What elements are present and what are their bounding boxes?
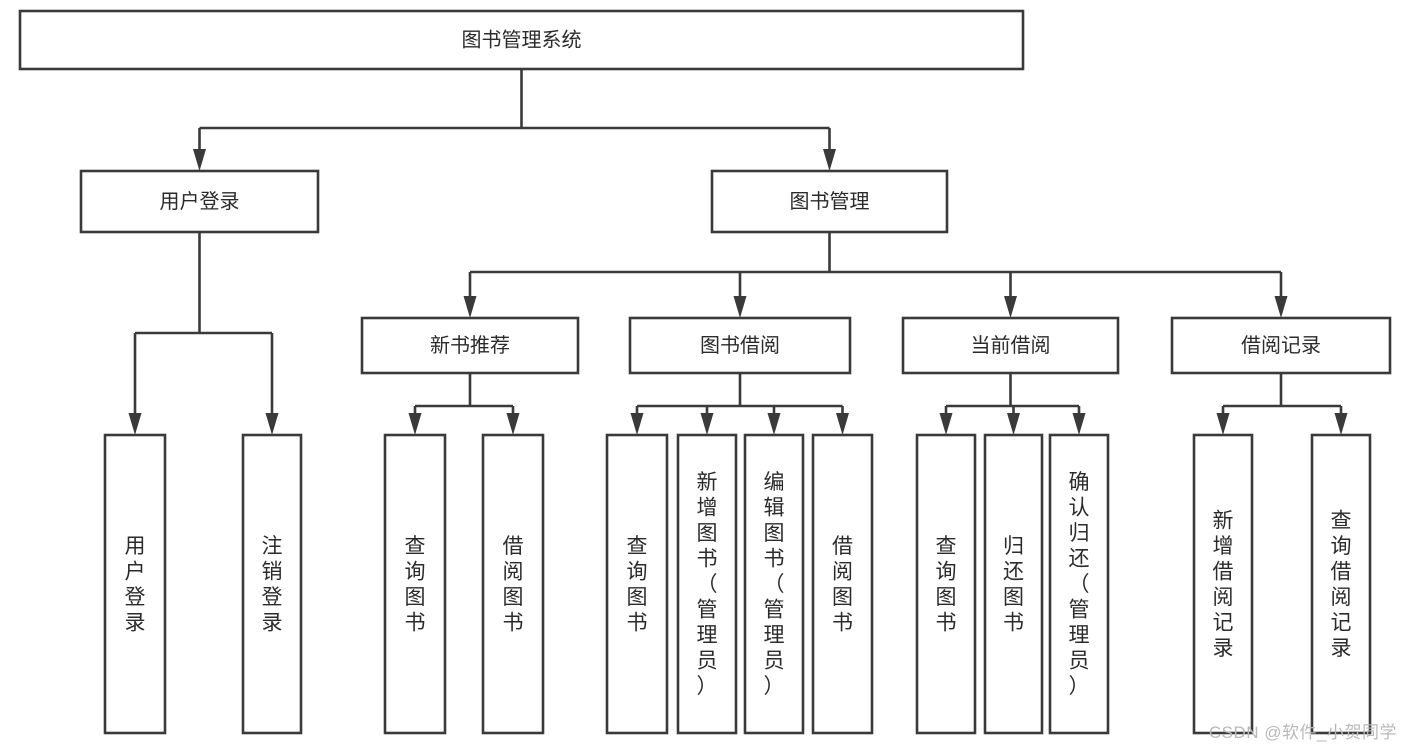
- node-label: 确认归还（管理员）: [1069, 471, 1090, 698]
- arrow-head-icon: [1004, 296, 1017, 318]
- node-box[interactable]: [710, 169, 949, 234]
- arrow-head-icon: [1216, 413, 1230, 435]
- node-box[interactable]: [79, 169, 320, 234]
- node-box[interactable]: [241, 433, 303, 735]
- node-label: 当前借阅: [971, 334, 1051, 357]
- node-box[interactable]: [628, 316, 852, 375]
- node-label: 图书管理: [790, 190, 870, 213]
- node-box[interactable]: [743, 433, 805, 735]
- node-label: 编辑图书（管理员）: [764, 471, 785, 698]
- node-box[interactable]: [360, 316, 580, 375]
- node-label: 归还图书: [1003, 535, 1024, 635]
- arrow-head-icon: [463, 296, 477, 318]
- arrow-head-icon: [1007, 413, 1020, 435]
- node-label: 查询图书: [405, 535, 426, 635]
- node-leaf-query-book-3[interactable]: 查询图书: [915, 433, 977, 735]
- node-borrow-record[interactable]: 借阅记录: [1170, 316, 1392, 375]
- node-label: 新书推荐: [430, 334, 510, 357]
- connector-group-book-manage: [463, 232, 1288, 318]
- node-box[interactable]: [481, 433, 545, 735]
- arrow-head-icon: [630, 413, 644, 435]
- node-leaf-borrow-book-2[interactable]: 借阅图书: [811, 433, 874, 735]
- node-root[interactable]: 图书管理系统: [18, 9, 1025, 71]
- node-label: 查询图书: [936, 535, 957, 635]
- connector-group-borrow-record: [1216, 373, 1348, 435]
- node-leaf-add-book[interactable]: 新增图书（管理员）: [676, 433, 738, 735]
- connector-layer: [128, 69, 1348, 435]
- connector-group-current-borrow: [939, 373, 1086, 435]
- node-leaf-confirm-return[interactable]: 确认归还（管理员）: [1048, 433, 1110, 735]
- node-label: 新增借阅记录: [1213, 509, 1234, 660]
- node-label: 查询图书: [627, 535, 648, 635]
- node-label: 图书借阅: [700, 334, 780, 357]
- node-box[interactable]: [983, 433, 1044, 735]
- arrow-head-icon: [700, 413, 714, 435]
- node-layer: 图书管理系统用户登录图书管理新书推荐图书借阅当前借阅借阅记录用户登录注销登录查询…: [18, 9, 1392, 735]
- node-box[interactable]: [915, 433, 977, 735]
- node-leaf-edit-book[interactable]: 编辑图书（管理员）: [743, 433, 805, 735]
- node-label: 新增图书（管理员）: [697, 471, 718, 698]
- node-label: 注销登录: [262, 535, 283, 635]
- node-leaf-user-login[interactable]: 用户登录: [103, 433, 167, 735]
- arrow-head-icon: [408, 413, 422, 435]
- node-label: 用户登录: [160, 190, 240, 213]
- node-book-manage[interactable]: 图书管理: [710, 169, 949, 234]
- arrow-head-icon: [823, 149, 836, 171]
- arrow-head-icon: [193, 149, 206, 171]
- arrow-head-icon: [265, 413, 279, 435]
- node-new-book-recommend[interactable]: 新书推荐: [360, 316, 580, 375]
- node-leaf-query-book-1[interactable]: 查询图书: [383, 433, 447, 735]
- node-leaf-query-book-2[interactable]: 查询图书: [605, 433, 669, 735]
- node-label: 查询借阅记录: [1331, 509, 1352, 660]
- node-leaf-add-record[interactable]: 新增借阅记录: [1192, 433, 1254, 735]
- node-leaf-query-record[interactable]: 查询借阅记录: [1310, 433, 1372, 735]
- node-leaf-return-book[interactable]: 归还图书: [983, 433, 1044, 735]
- node-box[interactable]: [676, 433, 738, 735]
- connector-group-user-login: [128, 232, 279, 435]
- node-box[interactable]: [1192, 433, 1254, 735]
- arrow-head-icon: [1274, 296, 1288, 318]
- node-box[interactable]: [1310, 433, 1372, 735]
- arrow-head-icon: [733, 296, 747, 318]
- connector-group-root: [193, 69, 836, 171]
- arrow-head-icon: [939, 413, 953, 435]
- node-box[interactable]: [1048, 433, 1110, 735]
- node-box[interactable]: [103, 433, 167, 735]
- arrow-head-icon: [1334, 413, 1348, 435]
- arrow-head-icon: [836, 413, 849, 435]
- connector-group-new-book-recommend: [408, 373, 520, 435]
- node-leaf-logout[interactable]: 注销登录: [241, 433, 303, 735]
- node-box[interactable]: [605, 433, 669, 735]
- node-leaf-borrow-book-1[interactable]: 借阅图书: [481, 433, 545, 735]
- arrow-head-icon: [128, 413, 142, 435]
- node-box[interactable]: [383, 433, 447, 735]
- node-current-borrow[interactable]: 当前借阅: [901, 316, 1120, 375]
- node-user-login[interactable]: 用户登录: [79, 169, 320, 234]
- node-box[interactable]: [811, 433, 874, 735]
- arrow-head-icon: [767, 413, 781, 435]
- node-book-borrow[interactable]: 图书借阅: [628, 316, 852, 375]
- arrow-head-icon: [1072, 413, 1086, 435]
- node-label: 借阅图书: [503, 535, 524, 635]
- arrow-head-icon: [506, 413, 520, 435]
- node-label: 图书管理系统: [462, 28, 582, 51]
- node-label: 借阅记录: [1241, 334, 1321, 357]
- connector-group-book-borrow: [630, 373, 849, 435]
- node-label: 借阅图书: [832, 535, 853, 635]
- node-label: 用户登录: [125, 535, 146, 635]
- node-box[interactable]: [1170, 316, 1392, 375]
- watermark-label: CSDN @软件_小贺同学: [1208, 723, 1397, 742]
- node-box[interactable]: [18, 9, 1025, 71]
- node-box[interactable]: [901, 316, 1120, 375]
